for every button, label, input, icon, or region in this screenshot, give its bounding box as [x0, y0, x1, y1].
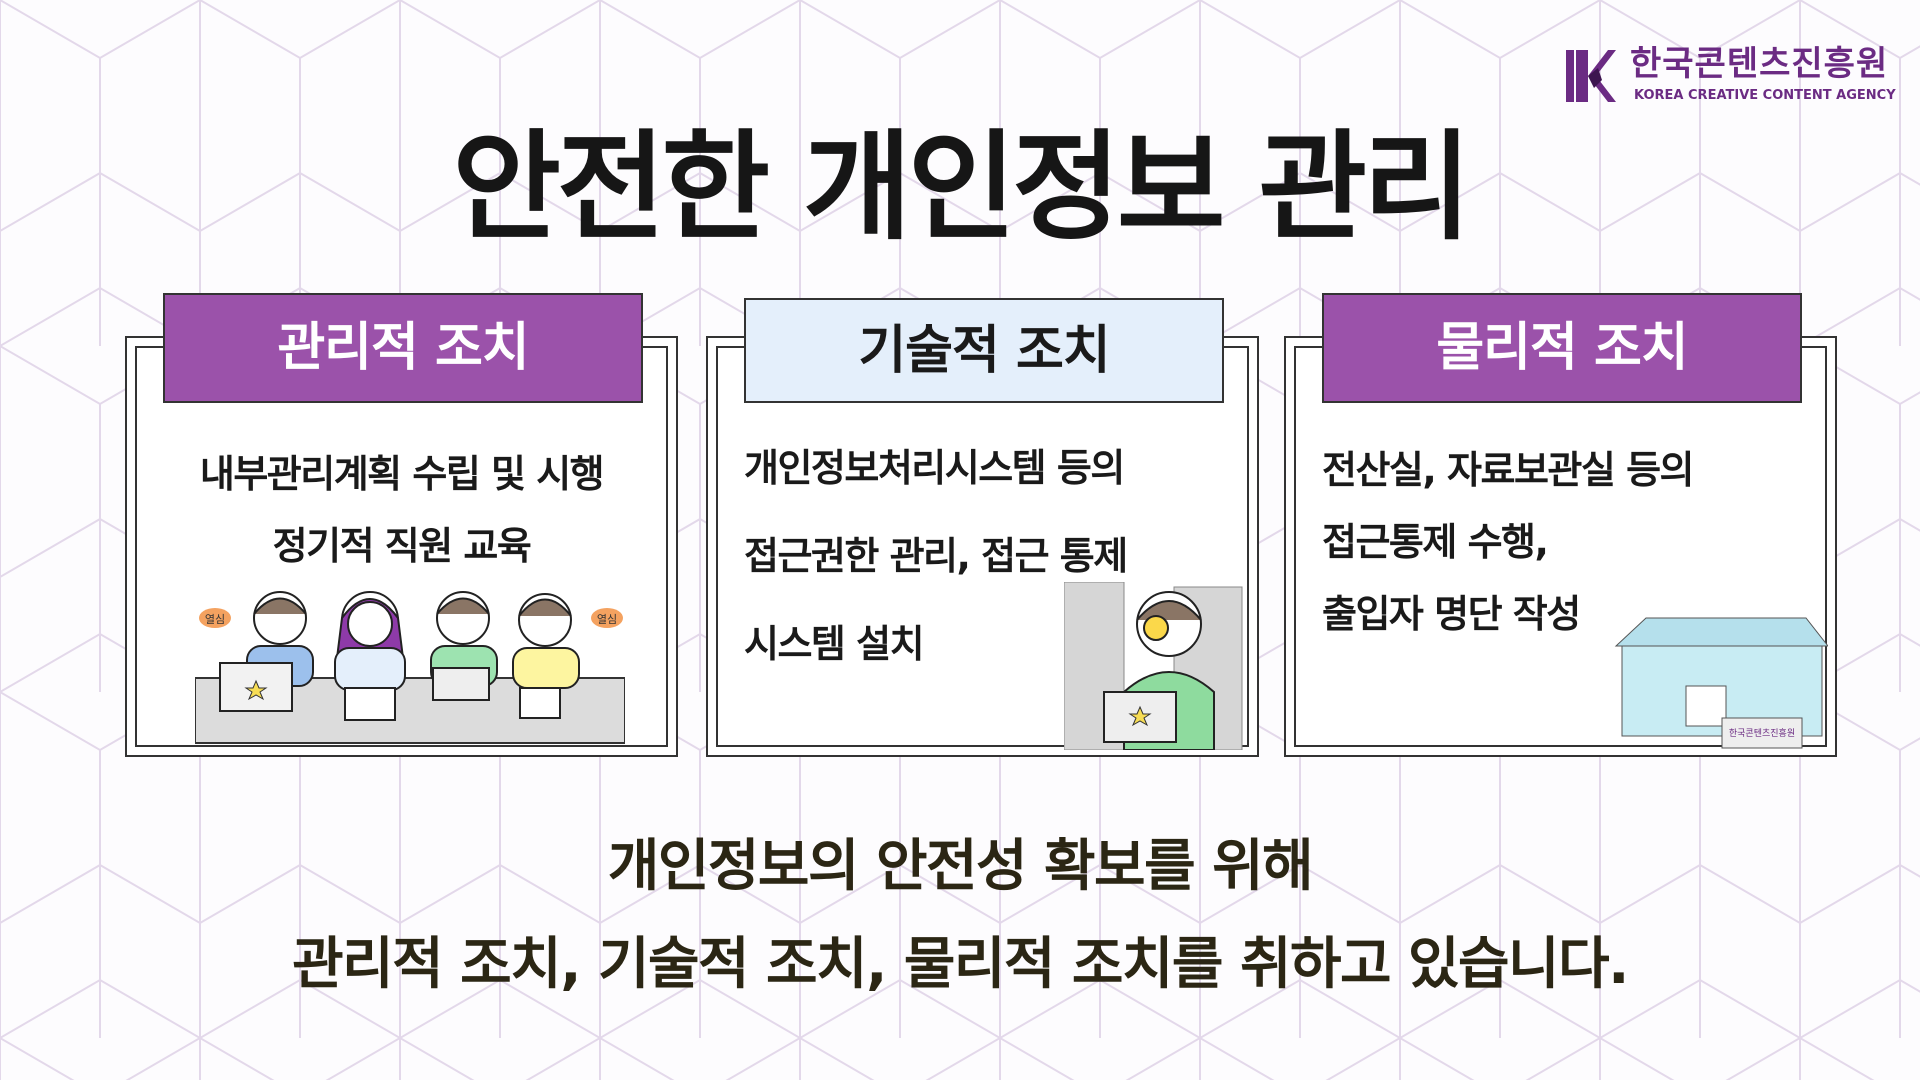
card-line: 정기적 직원 교육 [272, 524, 532, 568]
logo-korean-name: 한국콘텐츠진흥원 [1630, 44, 1889, 84]
card-line: 출입자 명단 작성 [1322, 592, 1581, 636]
card-line: 개인정보처리시스템 등의 [744, 446, 1125, 490]
card-line: 접근권한 관리, 접근 통제 [744, 534, 1128, 578]
card-line: 내부관리계획 수립 및 시행 [199, 452, 605, 496]
card-physical-measures: 물리적 조치 전산실, 자료보관실 등의 접근통제 수행, 출입자 명단 작성 … [1284, 293, 1837, 757]
card-header: 물리적 조치 [1322, 293, 1802, 403]
badge-text: 열심 [205, 613, 225, 626]
k-content-logo-icon [1566, 50, 1616, 102]
card-header: 관리적 조치 [163, 293, 643, 403]
card-line: 접근통제 수행, [1322, 520, 1549, 564]
card-line: 전산실, 자료보관실 등의 [1322, 448, 1695, 492]
logo-english-name: KOREA CREATIVE CONTENT AGENCY [1634, 88, 1896, 103]
page-title: 안전한 개인정보 관리 [452, 118, 1471, 256]
footer-line-2: 관리적 조치, 기술적 조치, 물리적 조치를 취하고 있습니다. [292, 932, 1629, 997]
worker-with-laptop-illustration [1064, 582, 1243, 750]
card-body: 내부관리계획 수립 및 시행 정기적 직원 교육 [127, 438, 676, 582]
agency-building-illustration: 한국콘텐츠진흥원 [1614, 617, 1828, 749]
card-body: 전산실, 자료보관실 등의 접근통제 수행, 출입자 명단 작성 [1322, 434, 1695, 650]
card-line: 시스템 설치 [744, 622, 925, 666]
building-sign-text: 한국콘텐츠진흥원 [1729, 727, 1795, 739]
card-administrative-measures: 관리적 조치 내부관리계획 수립 및 시행 정기적 직원 교육 열심 열심 [125, 293, 678, 757]
card-body: 개인정보처리시스템 등의 접근권한 관리, 접근 통제 시스템 설치 [744, 424, 1128, 688]
card-technical-measures: 기술적 조치 개인정보처리시스템 등의 접근권한 관리, 접근 통제 시스템 설… [706, 298, 1259, 757]
footer-line-1: 개인정보의 안전성 확보를 위해 [607, 834, 1314, 899]
kocca-logo: 한국콘텐츠진흥원 KOREA CREATIVE CONTENT AGENCY [1566, 44, 1906, 108]
card-header: 기술적 조치 [744, 298, 1224, 403]
badge-text: 열심 [597, 613, 617, 626]
staff-studying-illustration: 열심 열심 [195, 591, 625, 744]
